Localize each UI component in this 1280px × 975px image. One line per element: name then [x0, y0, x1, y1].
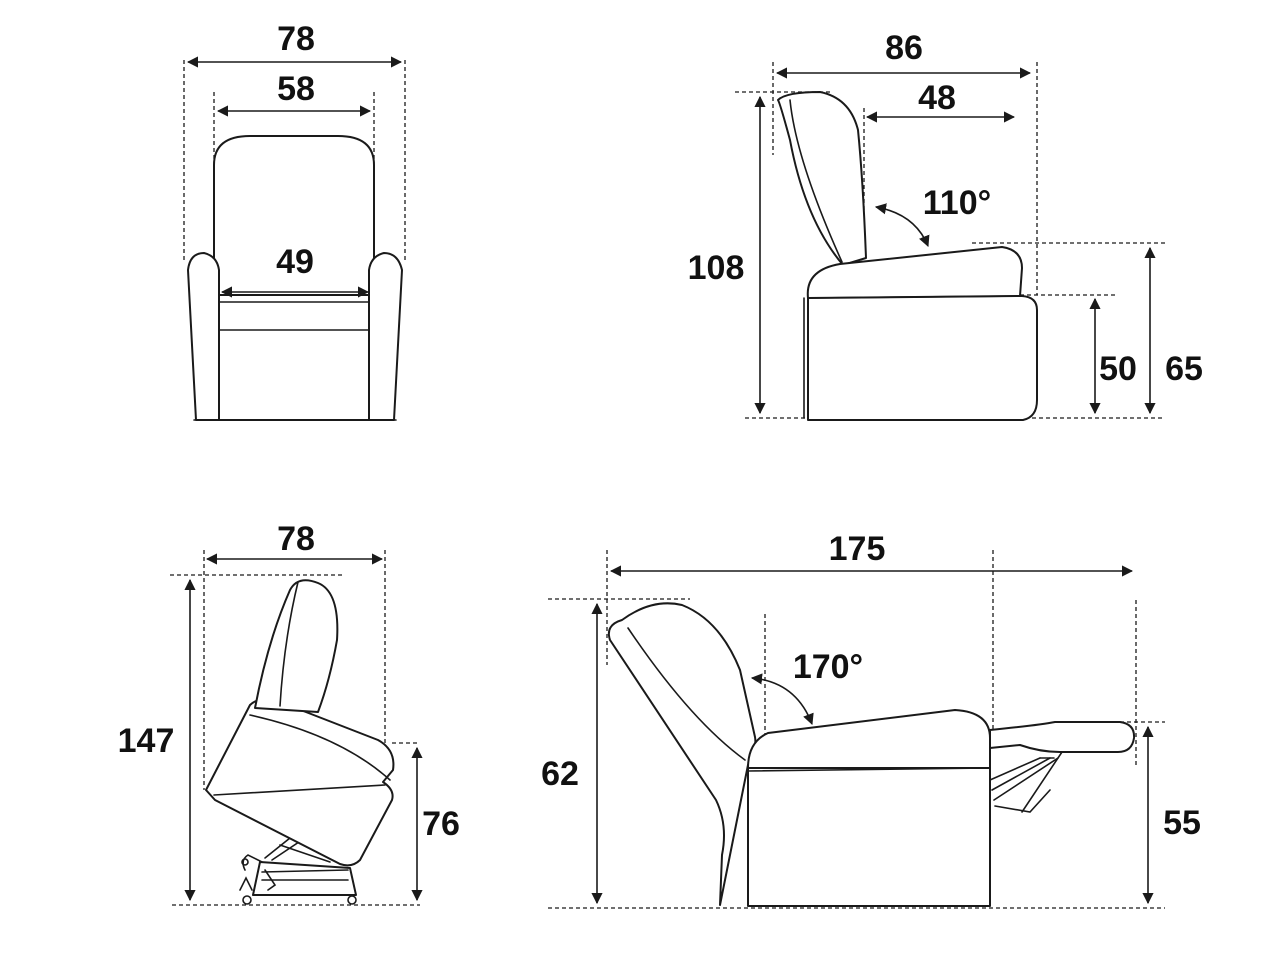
side-backrest-angle-arc	[874, 203, 930, 248]
lift-seat-height-label: 76	[422, 805, 460, 843]
lift-width-label: 78	[277, 520, 315, 558]
lift-view: 78 147 76	[118, 520, 460, 906]
front-back-width-label: 58	[277, 70, 315, 108]
lift-seat-base	[205, 698, 395, 867]
lift-backrest	[254, 579, 339, 713]
front-seat	[218, 294, 370, 421]
side-seat-depth-label: 48	[918, 79, 956, 117]
side-base	[807, 289, 1038, 421]
recline-seat-cushion	[747, 709, 991, 769]
lift-mechanism	[239, 829, 357, 905]
front-view: 78 58 49	[183, 20, 406, 421]
recline-backrest	[607, 602, 757, 906]
side-seat-height-label: 50	[1099, 350, 1137, 388]
recline-base	[747, 767, 991, 907]
recline-height-label: 62	[541, 755, 579, 793]
front-overall-width-label: 78	[277, 20, 315, 58]
recline-footrest-mechanism	[989, 751, 1063, 813]
recline-footrest	[989, 721, 1136, 753]
recline-backrest-angle-arc	[750, 673, 814, 726]
side-depth-label: 86	[885, 29, 923, 67]
side-view: 86 48 110° 108 50 65	[688, 29, 1203, 421]
side-armrest-height-label: 65	[1165, 350, 1203, 388]
recline-footrest-height-label: 55	[1163, 804, 1201, 842]
recline-backrest-angle-label: 170°	[793, 648, 863, 686]
recline-view: 175 170° 62 55	[541, 530, 1201, 909]
side-backrest-angle-label: 110°	[923, 184, 991, 222]
side-height-label: 108	[688, 249, 745, 287]
recline-length-label: 175	[829, 530, 886, 568]
side-seat-cushion	[806, 246, 1023, 299]
side-backrest	[777, 91, 867, 266]
front-right-armrest	[368, 252, 403, 421]
front-left-armrest	[187, 252, 220, 421]
front-seat-width-label: 49	[276, 243, 314, 281]
lift-height-label: 147	[118, 722, 175, 760]
